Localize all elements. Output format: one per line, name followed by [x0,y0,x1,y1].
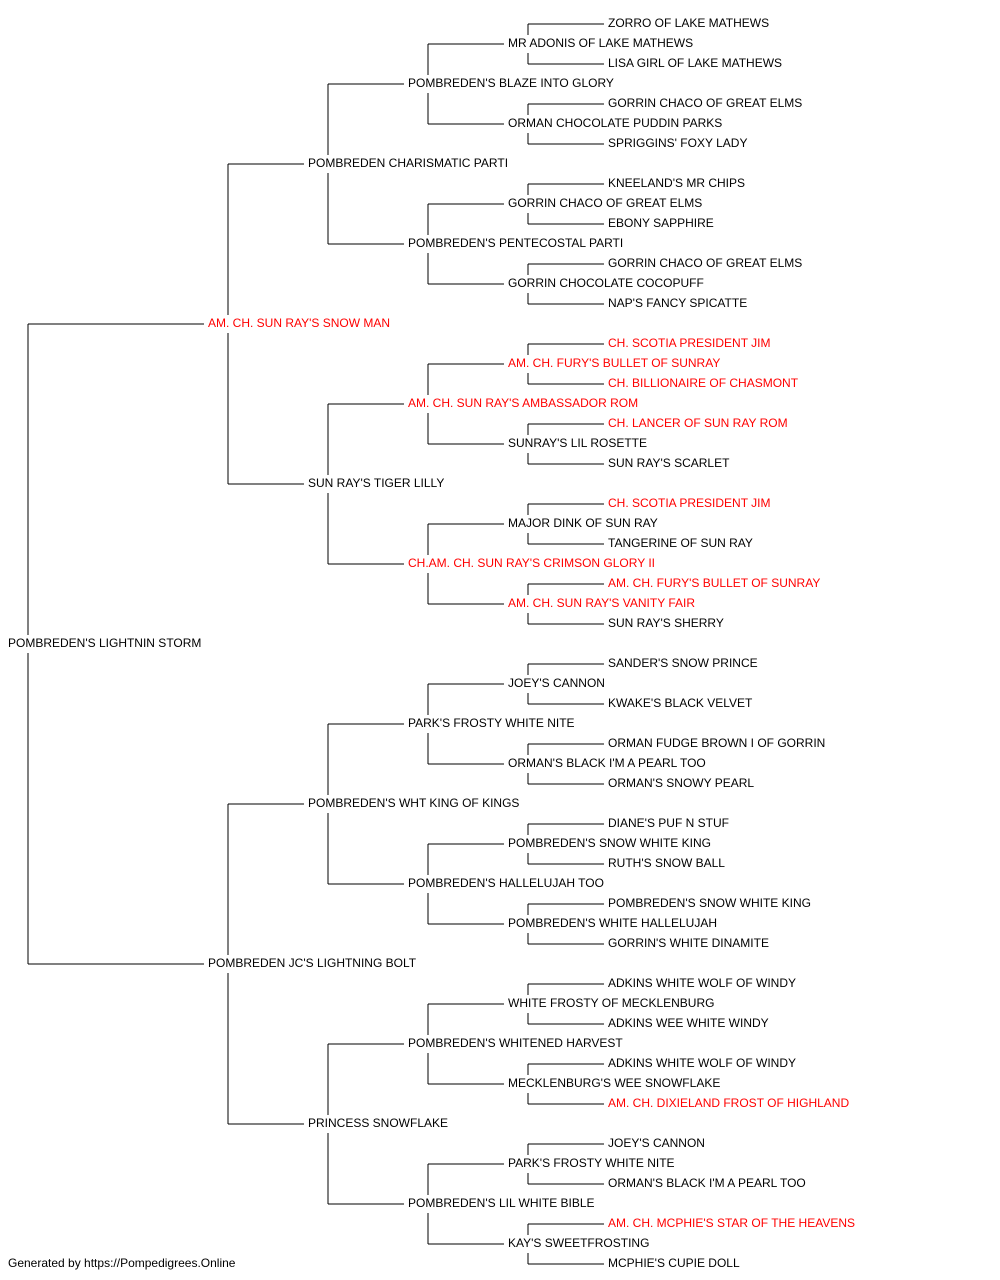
champion-name: CH. LANCER OF SUN RAY ROM [608,416,788,430]
dog-name: POMBREDEN'S SNOW WHITE KING [608,896,811,910]
dog-name: POMBREDEN'S HALLELUJAH TOO [408,876,604,890]
champion-name: CH. SCOTIA PRESIDENT JIM [608,496,770,510]
dog-name: SANDER'S SNOW PRINCE [608,656,758,670]
dog-name: POMBREDEN'S BLAZE INTO GLORY [408,76,614,90]
champion-name: AM. CH. MCPHIE'S STAR OF THE HEAVENS [608,1216,855,1230]
dog-name: JOEY'S CANNON [508,676,605,690]
dog-name: POMBREDEN'S LIL WHITE BIBLE [408,1196,595,1210]
dog-name: GORRIN CHACO OF GREAT ELMS [508,196,702,210]
dog-name: JOEY'S CANNON [608,1136,705,1150]
dog-name: GORRIN CHACO OF GREAT ELMS [608,256,802,270]
dog-name: POMBREDEN'S WHITENED HARVEST [408,1036,623,1050]
champion-name: AM. CH. SUN RAY'S VANITY FAIR [508,596,695,610]
champion-name: AM. CH. DIXIELAND FROST OF HIGHLAND [608,1096,849,1110]
dog-name: POMBREDEN'S SNOW WHITE KING [508,836,711,850]
dog-name: NAP'S FANCY SPICATTE [608,296,747,310]
dog-name: SUN RAY'S SCARLET [608,456,730,470]
dog-name: ORMAN'S SNOWY PEARL [608,776,754,790]
dog-name: POMBREDEN'S WHITE HALLELUJAH [508,916,717,930]
champion-name: AM. CH. SUN RAY'S SNOW MAN [208,316,390,330]
dog-name: RUTH'S SNOW BALL [608,856,725,870]
champion-name: CH.AM. CH. SUN RAY'S CRIMSON GLORY II [408,556,655,570]
dog-name: PARK'S FROSTY WHITE NITE [408,716,575,730]
dog-name: KNEELAND'S MR CHIPS [608,176,745,190]
dog-name: POMBREDEN CHARISMATIC PARTI [308,156,508,170]
champion-name: AM. CH. FURY'S BULLET OF SUNRAY [608,576,820,590]
dog-name: LISA GIRL OF LAKE MATHEWS [608,56,782,70]
dog-name: MCPHIE'S CUPIE DOLL [608,1256,740,1270]
dog-name: GORRIN CHACO OF GREAT ELMS [608,96,802,110]
dog-name: MECKLENBURG'S WEE SNOWFLAKE [508,1076,720,1090]
dog-name: SUN RAY'S TIGER LILLY [308,476,444,490]
dog-name: DIANE'S PUF N STUF [608,816,729,830]
dog-name: ADKINS WHITE WOLF OF WINDY [608,976,796,990]
dog-name: SPRIGGINS' FOXY LADY [608,136,747,150]
dog-name: ORMAN'S BLACK I'M A PEARL TOO [508,756,706,770]
champion-name: AM. CH. SUN RAY'S AMBASSADOR ROM [408,396,638,410]
dog-name: POMBREDEN JC'S LIGHTNING BOLT [208,956,417,970]
dog-name: POMBREDEN'S WHT KING OF KINGS [308,796,519,810]
dog-name: PARK'S FROSTY WHITE NITE [508,1156,675,1170]
dog-name: ADKINS WHITE WOLF OF WINDY [608,1056,796,1070]
dog-name: SUNRAY'S LIL ROSETTE [508,436,647,450]
dog-name: GORRIN CHOCOLATE COCOPUFF [508,276,704,290]
dog-name: ORMAN CHOCOLATE PUDDIN PARKS [508,116,722,130]
dog-name: SUN RAY'S SHERRY [608,616,724,630]
footer-credit: Generated by https://Pompedigrees.Online [8,1256,236,1270]
dog-name: POMBREDEN'S PENTECOSTAL PARTI [408,236,623,250]
dog-name: GORRIN'S WHITE DINAMITE [608,936,769,950]
dog-name: KWAKE'S BLACK VELVET [608,696,753,710]
dog-name: ORMAN'S BLACK I'M A PEARL TOO [608,1176,806,1190]
champion-name: CH. SCOTIA PRESIDENT JIM [608,336,770,350]
dog-name: WHITE FROSTY OF MECKLENBURG [508,996,714,1010]
dog-name: MAJOR DINK OF SUN RAY [508,516,658,530]
dog-name: ADKINS WEE WHITE WINDY [608,1016,769,1030]
dog-name: MR ADONIS OF LAKE MATHEWS [508,36,693,50]
champion-name: CH. BILLIONAIRE OF CHASMONT [608,376,799,390]
dog-name: PRINCESS SNOWFLAKE [308,1116,448,1130]
dog-name: ZORRO OF LAKE MATHEWS [608,16,769,30]
dog-name: POMBREDEN'S LIGHTNIN STORM [8,636,201,650]
dog-name: KAY'S SWEETFROSTING [508,1236,649,1250]
dog-name: ORMAN FUDGE BROWN I OF GORRIN [608,736,825,750]
dog-name: TANGERINE OF SUN RAY [608,536,753,550]
champion-name: AM. CH. FURY'S BULLET OF SUNRAY [508,356,720,370]
dog-name: EBONY SAPPHIRE [608,216,714,230]
